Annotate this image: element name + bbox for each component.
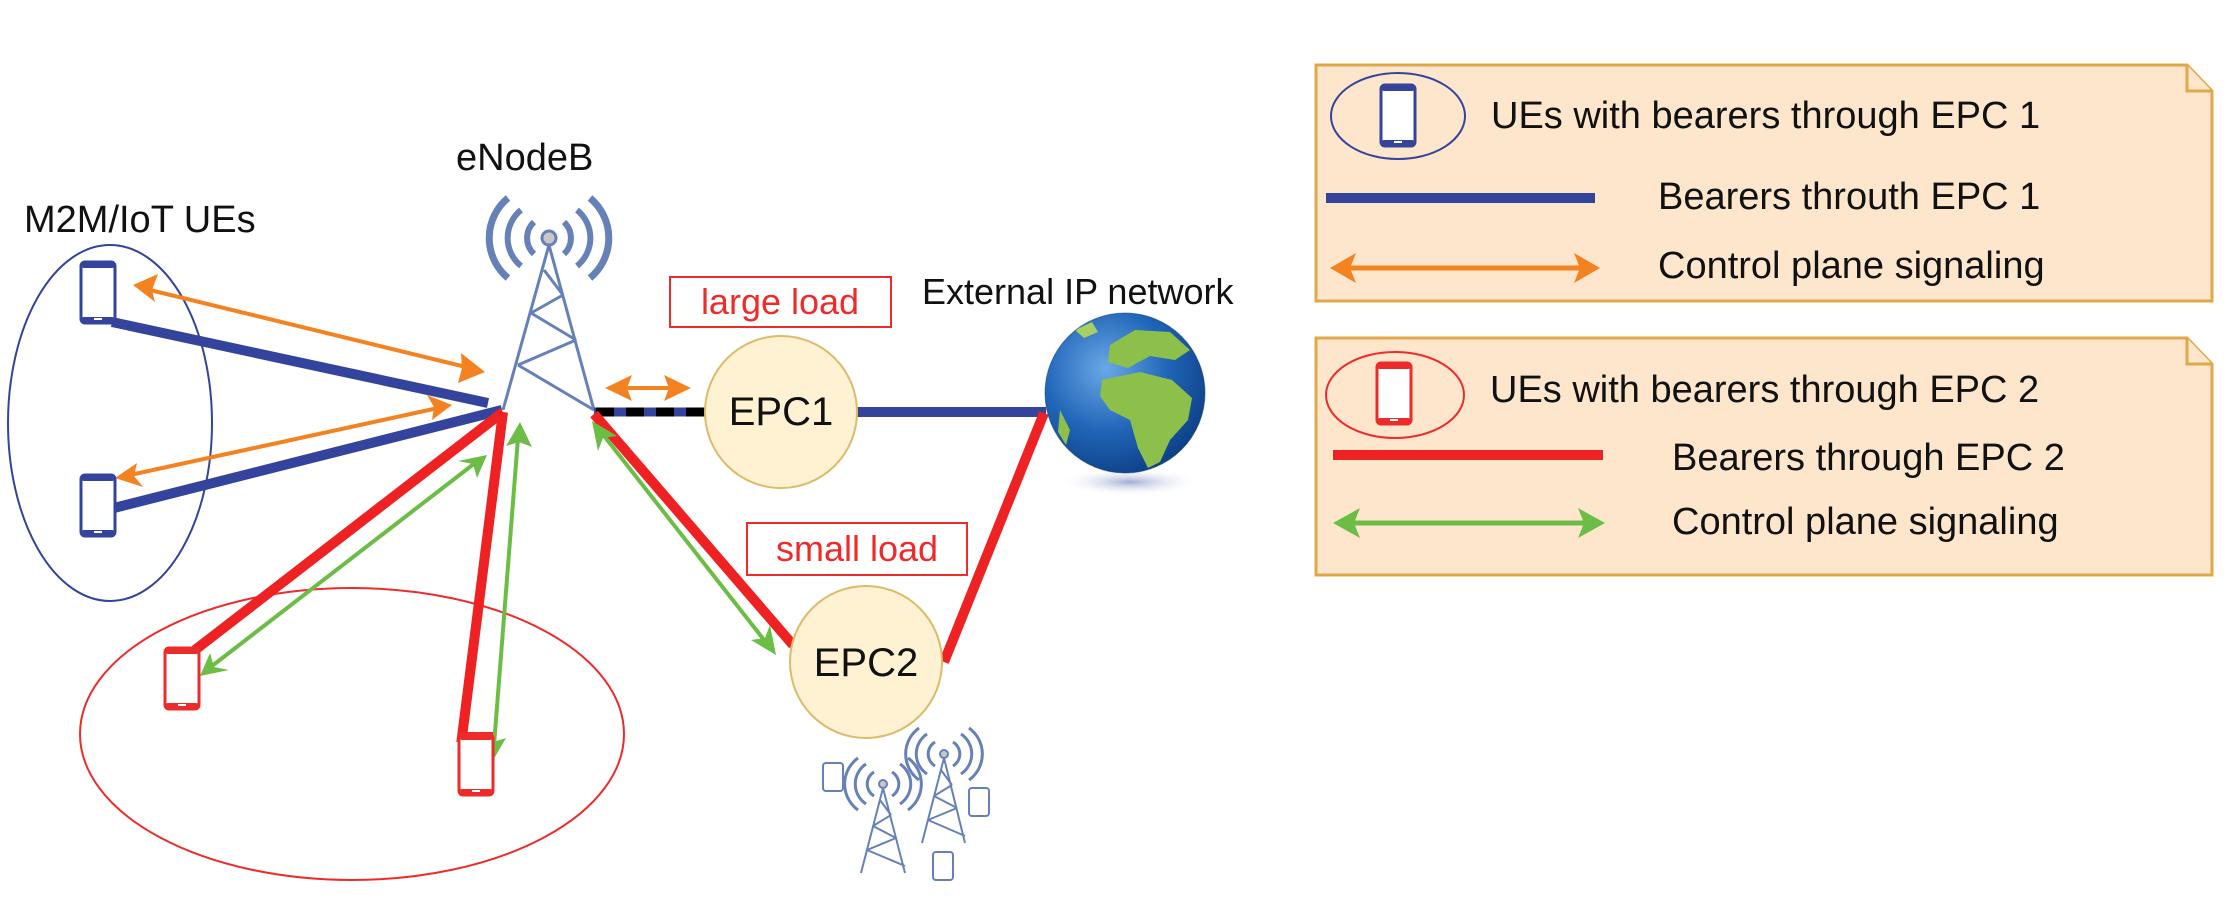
small-phone-icon-3 (932, 851, 954, 881)
ue-phone-epc2-2 (457, 732, 495, 797)
epc2-ue-group-ellipse (79, 587, 625, 881)
legend-epc1-ue-ellipse (1330, 72, 1466, 160)
legend-epc1-box (1314, 63, 2214, 303)
legend-epc1-bearer-label: Bearers throuth EPC 1 (1658, 176, 2040, 218)
legend-epc2: UEs with bearers through EPC 2 Bearers t… (1314, 336, 2214, 577)
small-tower-icon-2 (904, 726, 984, 844)
epc2-load-badge: small load (746, 522, 968, 576)
control-arrow-epc2-ue2 (481, 422, 532, 762)
epc1-load-badge: large load (669, 276, 892, 328)
legend-epc1-ue-label: UEs with bearers through EPC 1 (1491, 95, 2040, 137)
bearer-epc2-internet (939, 411, 1049, 664)
ue-group-label: M2M/IoT UEs (24, 199, 256, 241)
legend-epc2-ue-label: UEs with bearers through EPC 2 (1490, 369, 2039, 411)
bearer-epc2-ue1 (191, 408, 507, 654)
enodeb-tower-icon (485, 195, 613, 412)
legend-epc1: UEs with bearers through EPC 1 Bearers t… (1314, 63, 2214, 303)
epc1-label: EPC1 (729, 390, 834, 434)
legend-epc1-control-label: Control plane signaling (1658, 245, 2045, 287)
control-arrow-epc2-ue1 (200, 455, 487, 676)
small-phone-icon-1 (822, 762, 844, 792)
small-tower-icon-1 (843, 756, 923, 874)
epc1-node: EPC1 (704, 335, 858, 489)
legend-epc2-fold (2185, 338, 2212, 366)
legend-epc2-control-arrow (1333, 508, 1605, 538)
bearer-epc1-ue2 (112, 405, 504, 513)
epc1-load-label: large load (701, 281, 859, 322)
bearer-epc1-ue1 (110, 317, 490, 408)
globe-icon (1044, 312, 1206, 496)
bearer-enodeb-epc2 (590, 410, 797, 649)
ue-phone-epc1-2 (79, 473, 117, 538)
epc2-label: EPC2 (814, 641, 919, 685)
legend-epc1-fold (2185, 65, 2212, 93)
enodeb-antenna-tip (540, 229, 558, 247)
legend-epc1-control-arrow (1330, 253, 1600, 283)
control-arrow-enodeb-epc2 (592, 421, 776, 655)
legend-epc2-bearer-label: Bearers through EPC 2 (1672, 437, 2065, 479)
small-phone-icon-2 (968, 787, 990, 817)
legend-epc1-phone-icon (1379, 83, 1417, 148)
control-arrow-epc1-ue2 (115, 395, 452, 487)
control-arrow-epc1-ue1 (133, 274, 485, 383)
ue-phone-epc2-1 (163, 646, 201, 711)
epc1-ue-group-ellipse (7, 244, 213, 602)
epc2-load-label: small load (776, 528, 938, 569)
legend-epc2-box (1314, 336, 2214, 577)
enodeb-label: eNodeB (456, 137, 593, 179)
ue-phone-epc1-1 (79, 260, 117, 325)
legend-epc2-control-label: Control plane signaling (1672, 501, 2059, 543)
external-network-label: External IP network (922, 271, 1234, 312)
legend-epc2-ue-ellipse (1325, 351, 1465, 439)
control-arrow-enodeb-epc1 (605, 375, 691, 401)
legend-epc2-phone-icon (1375, 361, 1413, 426)
epc2-node: EPC2 (789, 585, 943, 739)
